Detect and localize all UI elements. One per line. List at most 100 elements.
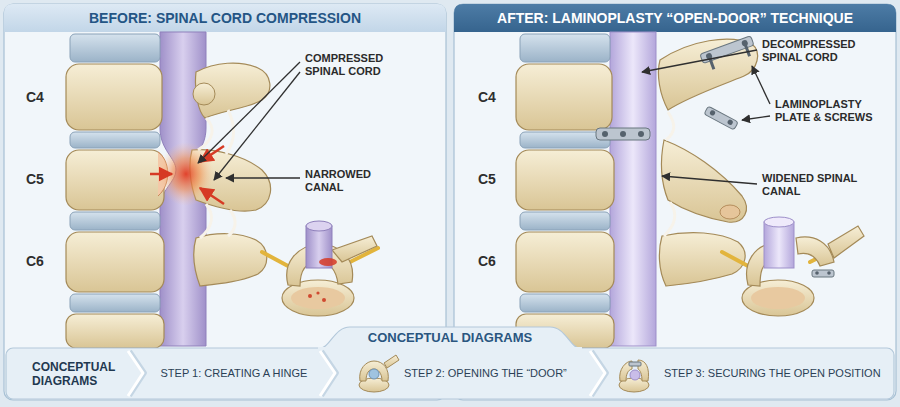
label-slot: C6 — [478, 253, 508, 270]
leader-line — [198, 62, 300, 163]
vertebra-level: C5 — [26, 171, 56, 188]
compressed-spine — [66, 150, 164, 210]
laminoplasty-plate — [704, 106, 738, 130]
compressed-spine — [66, 64, 162, 130]
compressed-spine — [200, 188, 224, 204]
vertebra-level: C6 — [26, 253, 56, 270]
label-slot: DECOMPRESSED SPINAL CORD — [762, 38, 872, 65]
chevron-step: STEP 2: OPENING THE “DOOR” — [400, 350, 586, 398]
steps-bar: CONCEPTUAL DIAGRAMS CONCEPTUAL DIAGRAMS ST… — [6, 327, 894, 400]
label-slot: C5 — [478, 171, 508, 188]
step-icon — [629, 362, 641, 366]
laminoplasty-plate — [727, 119, 734, 126]
compressed-spine — [66, 314, 164, 348]
label-slot: C5 — [26, 171, 56, 188]
panel-grounds — [4, 4, 896, 400]
step-icon — [359, 355, 399, 392]
axial-inset-decompressed — [827, 271, 831, 275]
label-slot: C4 — [26, 89, 56, 106]
step-label: CONCEPTUAL DIAGRAMS — [10, 360, 130, 389]
chevron-step: CONCEPTUAL DIAGRAMS — [10, 350, 130, 398]
axial-inset-compressed — [306, 221, 332, 231]
panel-heading: AFTER: LAMINOPLASTY “OPEN-DOOR” TECHNIQU… — [454, 4, 896, 32]
panel-grounds — [454, 4, 896, 32]
axial-inset-decompressed — [764, 217, 794, 227]
leader-line — [642, 50, 770, 184]
step-label: STEP 2: OPENING THE “DOOR” — [400, 367, 586, 381]
laminoplasty-plate — [700, 36, 757, 72]
laminoplasty-plate — [709, 109, 716, 116]
compressed-spine — [66, 232, 164, 292]
laminoplasty-plate — [596, 128, 650, 140]
step-icon — [630, 370, 640, 380]
before-panel: BEFORE: SPINAL CORD COMPRESSION — [4, 4, 446, 400]
axial-inset-compressed — [262, 221, 378, 316]
axial-inset-decompressed — [828, 226, 864, 258]
leader-line — [742, 116, 770, 120]
step-icon — [619, 360, 649, 392]
label-slot: C6 — [26, 253, 56, 270]
axial-inset-decompressed — [751, 287, 805, 309]
after-panel: AFTER: LAMINOPLASTY “OPEN-DOOR” TECHNIQU… — [454, 4, 896, 400]
steps-bar-shape — [128, 351, 607, 396]
axial-inset-compressed — [291, 287, 345, 309]
chevron-step: STEP 1: CREATING A HINGE — [150, 350, 318, 398]
steps-bar-shape — [320, 351, 335, 396]
compressed-spine — [194, 234, 267, 286]
laminoplasty-plate — [620, 131, 626, 137]
step-label: STEP 1: CREATING A HINGE — [150, 367, 318, 381]
laminoplasty-plate — [602, 131, 608, 137]
steps-bar-shape — [318, 327, 582, 349]
label-slot: COMPRESSED SPINAL CORD — [305, 52, 410, 79]
leader-line — [752, 66, 770, 104]
steps-bar-shape — [128, 351, 143, 396]
compressed-spine — [150, 173, 172, 176]
laminoplasty-plate — [638, 131, 644, 137]
axial-inset-compressed — [322, 298, 326, 302]
leader-line — [226, 177, 300, 178]
step-label: STEP 3: SECURING THE OPEN POSITION — [660, 367, 888, 381]
decompressed-spine — [720, 205, 740, 219]
panel-heading: BEFORE: SPINAL CORD COMPRESSION — [4, 4, 446, 32]
steps-bar-shape — [6, 327, 894, 399]
vertebra-level: C4 — [478, 89, 508, 106]
vertebra-level: C5 — [478, 171, 508, 188]
callout-label: DECOMPRESSED SPINAL CORD — [762, 38, 872, 65]
laminoplasty-plate — [741, 39, 749, 47]
callout-label: WIDENED SPINAL CANAL — [762, 172, 872, 199]
compressed-spine — [70, 212, 160, 230]
compressed-spine — [70, 34, 160, 62]
chevron-step: STEP 3: SECURING THE OPEN POSITION — [660, 350, 888, 398]
laminoplasty-plate — [704, 106, 738, 130]
axial-inset-decompressed — [812, 270, 834, 277]
leader-line — [662, 176, 757, 184]
panel-grounds — [4, 4, 446, 32]
tab-heading: CONCEPTUAL DIAGRAMS — [320, 327, 580, 348]
callout-label: LAMINOPLASTY PLATE & SCREWS — [775, 98, 887, 125]
compressed-spine — [70, 132, 160, 148]
axial-inset-compressed — [319, 258, 337, 266]
leader-line — [642, 50, 757, 72]
decompressed-spine — [664, 112, 675, 236]
decompressed-spine — [516, 232, 614, 292]
step-icon — [369, 369, 379, 379]
label-slot: WIDENED SPINAL CANAL — [762, 172, 872, 199]
axial-inset-decompressed — [764, 222, 794, 268]
callout-label: NARROWED CANAL — [305, 168, 410, 195]
leader-line — [198, 62, 300, 180]
label-slot: C4 — [478, 89, 508, 106]
vertebra-level: C4 — [26, 89, 56, 106]
decompressed-spine — [516, 64, 612, 130]
decompressed-spine — [658, 39, 757, 110]
callout-label: COMPRESSED SPINAL CORD — [305, 52, 410, 79]
compressed-spine — [66, 32, 271, 348]
axial-inset-decompressed — [796, 237, 834, 266]
steps-bar-shape — [590, 351, 605, 396]
steps-bar-shape — [318, 347, 582, 351]
axial-inset-decompressed — [815, 271, 819, 275]
step-icon — [384, 355, 399, 368]
